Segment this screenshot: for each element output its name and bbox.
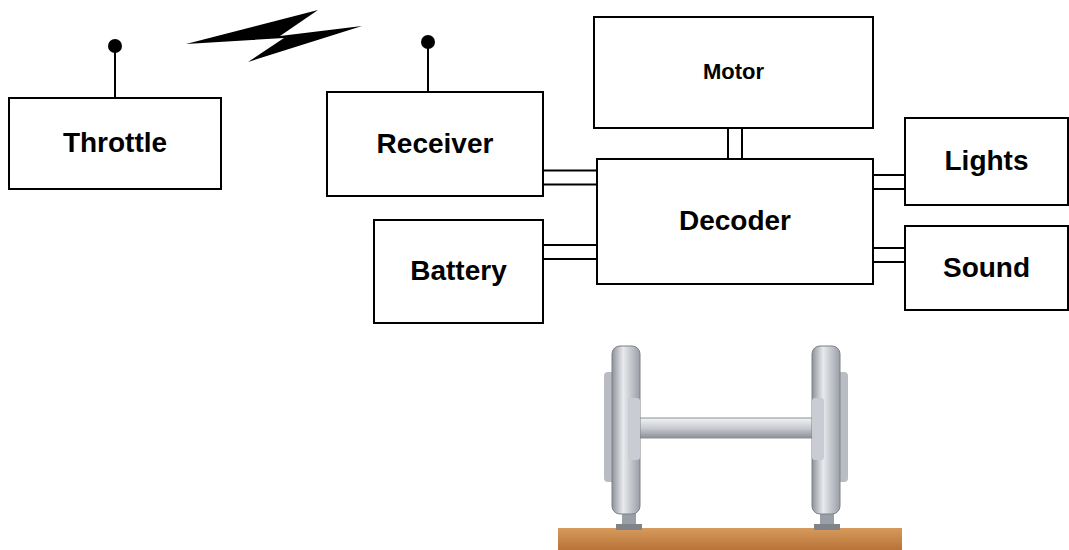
component-label: Throttle xyxy=(63,128,167,159)
double-wire xyxy=(544,177,596,178)
component-label: Sound xyxy=(943,253,1030,284)
component-label: Lights xyxy=(945,146,1029,177)
double-wire xyxy=(874,182,904,183)
component-label: Receiver xyxy=(377,129,494,160)
receiver-antenna xyxy=(421,35,435,91)
component-box: Throttle xyxy=(8,97,222,190)
double-wire xyxy=(544,252,596,253)
component-label: Battery xyxy=(410,256,506,287)
component-box: Decoder xyxy=(596,158,874,285)
component-box: Battery xyxy=(373,219,544,324)
double-wire xyxy=(735,129,736,158)
wheelset-illustration xyxy=(558,346,902,550)
double-wire xyxy=(874,255,904,256)
component-box: Lights xyxy=(904,117,1069,206)
component-box: Sound xyxy=(904,225,1069,311)
wireless-bolt xyxy=(186,10,362,62)
component-box: Motor xyxy=(593,16,874,129)
component-box: Receiver xyxy=(326,91,544,197)
component-label: Motor xyxy=(703,60,764,84)
component-label: Decoder xyxy=(679,206,791,237)
throttle-antenna xyxy=(108,39,122,97)
